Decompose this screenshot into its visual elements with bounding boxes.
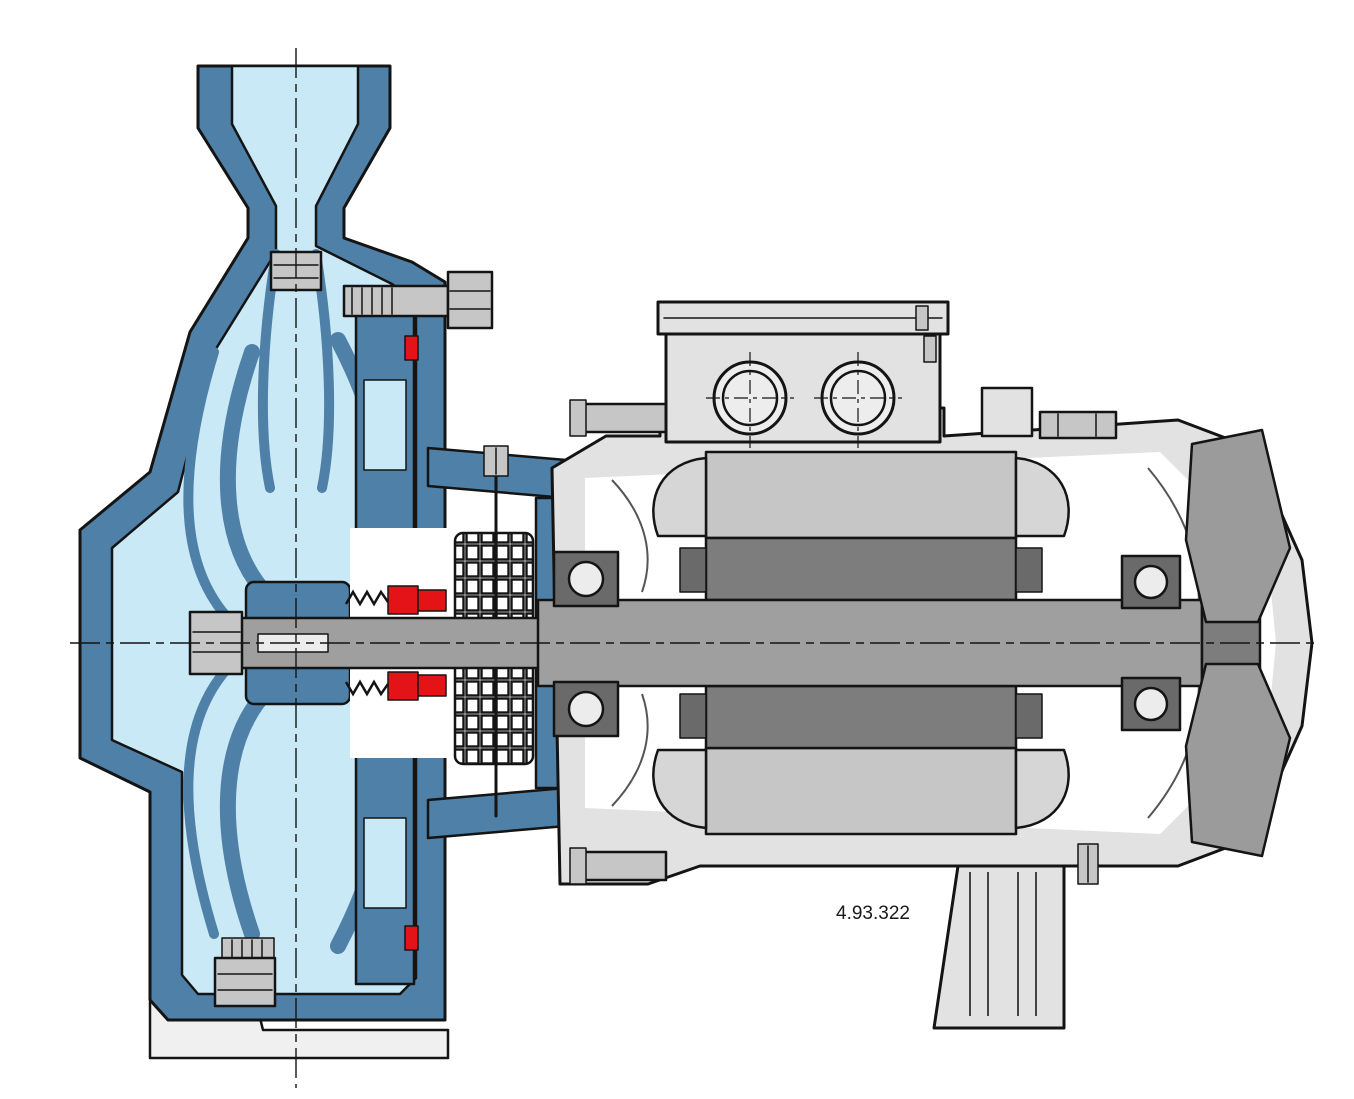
seal-bellows-bottom [453, 658, 535, 766]
rear-bearing-top-ball [1133, 564, 1169, 600]
rear-bearing-bottom-ball [1133, 686, 1169, 722]
impeller-vane-top-left [219, 344, 276, 604]
fan-blade-top [1184, 428, 1292, 624]
rotor-end-ring-bottom-right [1015, 693, 1043, 739]
impeller-vane-bottom-left [219, 682, 276, 942]
tie-bolt-top [574, 402, 668, 434]
rotor-end-ring-top-left [679, 547, 707, 593]
gland-crosshairs [706, 352, 902, 448]
winding-end-top-left [652, 456, 708, 538]
seal-spring-bottom [344, 679, 390, 697]
flange-nut-facets [449, 290, 491, 310]
rotor-end-ring-top-right [1015, 547, 1043, 593]
impeller-shroud-top [183, 347, 231, 621]
stator-core-bottom [704, 746, 1018, 836]
rotor-core-bottom [704, 684, 1018, 750]
motor-foot-slots [969, 872, 1037, 1016]
rotor-core-top [704, 536, 1018, 602]
back-wall-window-bottom [363, 817, 407, 909]
stud-top-right-lines [1057, 413, 1097, 437]
seal-spring-top [344, 589, 390, 607]
rotor-end-ring-bottom-left [679, 693, 707, 739]
lid-screw [915, 305, 929, 331]
tie-bolt-top-head [569, 399, 587, 437]
stud-top-right [1038, 410, 1118, 440]
motor-foot [932, 864, 1066, 1030]
tie-bolt-bottom-head [569, 847, 587, 885]
drain-plug-threads [231, 939, 263, 959]
drain-plug-facets [217, 973, 273, 991]
flange-stud-threads [351, 287, 393, 315]
drain-plug-shank [221, 937, 275, 961]
terminal-screw [923, 335, 937, 363]
winding-end-bottom-left [652, 748, 708, 830]
seal-bellows-top [453, 531, 535, 630]
winding-end-bottom-right [1014, 748, 1070, 830]
winding-end-top-right [1014, 456, 1070, 538]
terminal-box [664, 328, 942, 444]
lifting-boss [980, 386, 1034, 438]
seal-ring-rotating-bottom [387, 671, 419, 701]
front-bearing-top-ball [567, 560, 605, 598]
drawing-number-label: 4.93.322 [836, 903, 910, 924]
seal-ring-stationary-top [417, 589, 447, 612]
fan-blade-bottom [1184, 662, 1292, 858]
stator-core-top [704, 450, 1018, 540]
impeller-nut-facets [192, 631, 241, 653]
flange-stud [342, 284, 450, 318]
tie-bolt-bottom [574, 850, 668, 882]
drain-plug-hex [213, 956, 277, 1008]
impeller-shroud-bottom [183, 665, 231, 939]
seal-ring-stationary-bottom [417, 674, 447, 697]
front-bearing-bottom-ball [567, 690, 605, 728]
gasket-mark-bottom [404, 925, 419, 951]
flange-nut [446, 270, 494, 330]
gasket-mark-top [404, 335, 419, 361]
back-wall-window-top [363, 379, 407, 471]
endbell-ribs [611, 467, 1200, 819]
seal-ring-rotating-top [387, 585, 419, 615]
